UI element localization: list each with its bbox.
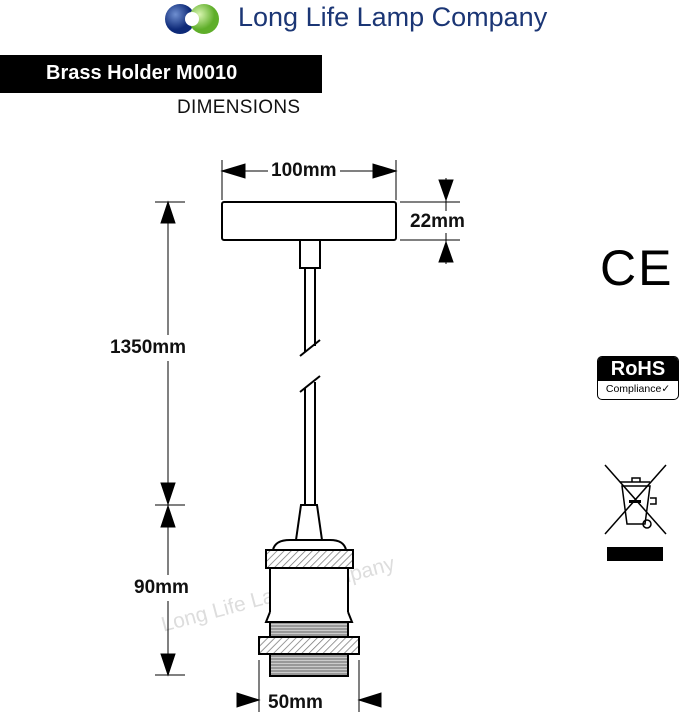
thread-upper <box>269 621 349 638</box>
holder-cap <box>271 539 348 551</box>
cable-break-upper <box>299 339 321 357</box>
rohs-label: RoHS <box>598 357 678 381</box>
holder-width-label: 50mm <box>268 692 323 714</box>
thread-lower <box>269 653 349 677</box>
canopy-stem <box>299 239 321 269</box>
cable-length-label: 1350mm <box>110 335 187 361</box>
body-flare <box>264 611 354 623</box>
rohs-compliance-label: Compliance <box>605 383 662 395</box>
lower-ring <box>258 636 360 655</box>
cable-grip <box>294 504 324 541</box>
holder-body <box>269 567 349 619</box>
canopy-width-label: 100mm <box>268 160 340 182</box>
cable-lower <box>304 382 316 505</box>
upper-ring <box>265 549 354 569</box>
product-title: Brass Holder M0010 <box>46 62 238 84</box>
ce-mark-icon: CE <box>600 240 674 296</box>
cable-upper <box>304 268 316 352</box>
canopy-height-label: 22mm <box>410 211 465 233</box>
title-bar <box>0 55 322 93</box>
company-logo <box>165 4 219 34</box>
cable-break-lower <box>299 375 321 393</box>
section-subtitle: DIMENSIONS <box>177 97 301 118</box>
rohs-badge: RoHS Compliance✓ <box>597 356 679 400</box>
ceiling-canopy <box>221 201 397 241</box>
holder-height-label: 90mm <box>134 575 189 601</box>
check-icon: ✓ <box>661 383 671 395</box>
brand-name: Long Life Lamp Company <box>238 2 548 32</box>
weee-bin-icon <box>604 464 667 561</box>
